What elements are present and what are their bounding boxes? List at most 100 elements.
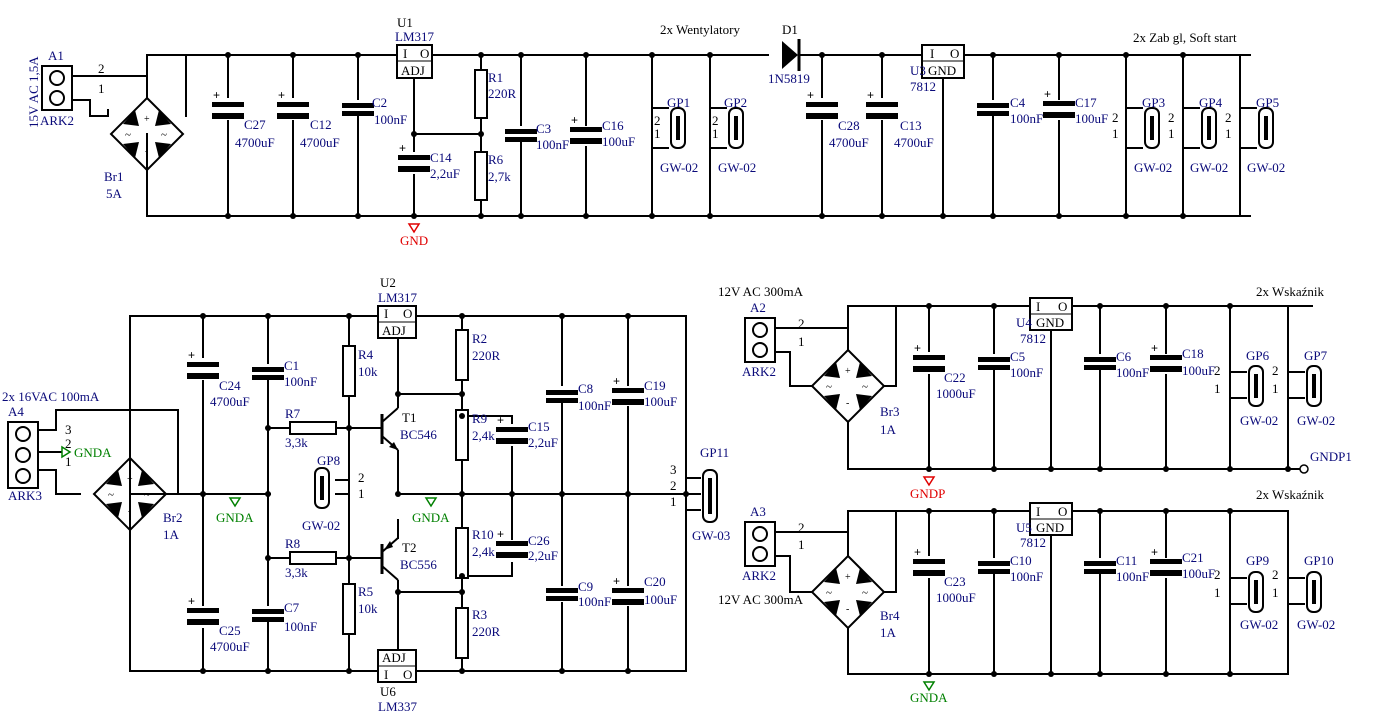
br4-value: 1A: [880, 625, 897, 640]
c21-ref: C21: [1182, 550, 1204, 565]
u1-pin-i: I: [403, 46, 407, 61]
c20-value: 100uF: [644, 592, 677, 607]
u6-value: LM337: [378, 699, 418, 714]
gp3-value: GW-02: [1134, 160, 1172, 175]
t2-value: BC556: [400, 557, 437, 572]
u5-value: 7812: [1020, 535, 1046, 550]
u3-pin-i: I: [930, 46, 934, 61]
block-indicator-supply-2: 12V AC 300mA 2x Wskaźnik A3 ARK2 2 1 Br4…: [718, 487, 1335, 705]
u5-ref: U5: [1016, 520, 1032, 535]
c8-value: 100nF: [578, 398, 611, 413]
c10-ref: C10: [1010, 553, 1032, 568]
d1-diode: [782, 41, 798, 69]
r3-resistor: [455, 607, 469, 659]
d1-value: 1N5819: [768, 71, 810, 86]
u5-pin-i: I: [1036, 504, 1040, 519]
c3-ref: C3: [536, 121, 551, 136]
junctions-block2: [200, 313, 689, 674]
c17-value: 100uF: [1075, 111, 1108, 126]
r4-ref: R4: [358, 347, 374, 362]
c4-value: 100nF: [1010, 111, 1043, 126]
gp2-pin-1: 1: [712, 126, 719, 141]
gp6-pin-2: 2: [1214, 363, 1221, 378]
t2-ref: T2: [402, 540, 416, 555]
gnd-symbol: [407, 223, 421, 234]
a2-pin-1: 1: [798, 334, 805, 349]
a1-ref: A1: [48, 48, 64, 63]
c18-ref: C18: [1182, 346, 1204, 361]
gp11-connector: [702, 469, 718, 523]
u3-pin-gnd: GND: [928, 63, 956, 78]
r1-value: 220R: [488, 86, 517, 101]
r8-resistor: [289, 551, 337, 565]
t2-transistor: [378, 520, 399, 592]
gp3-ref: GP3: [1142, 95, 1165, 110]
gp11-value: GW-03: [692, 528, 730, 543]
gp1-pin-1: 1: [654, 126, 661, 141]
junctions-block4: [926, 508, 1233, 677]
a1-value: ARK2: [40, 113, 74, 128]
c12-value: 4700uF: [300, 135, 340, 150]
gp1-value: GW-02: [660, 160, 698, 175]
gp8-value: GW-02: [302, 518, 340, 533]
gp10-pin-2: 2: [1272, 567, 1279, 582]
t1-ref: T1: [402, 410, 416, 425]
c16-ref: C16: [602, 118, 624, 133]
r8-value: 3,3k: [285, 565, 308, 580]
gp5-value: GW-02: [1247, 160, 1285, 175]
c14-ref: C14: [430, 150, 452, 165]
c2-ref: C2: [372, 95, 387, 110]
gnda-input-symbol: [61, 445, 72, 459]
b4-rating-label: 12V AC 300mA: [718, 592, 804, 607]
u1-pin-o: O: [420, 46, 429, 61]
c22-value: 1000uF: [936, 386, 976, 401]
gp9-connector: [1248, 571, 1264, 613]
fans-title: 2x Wentylatory: [660, 22, 740, 37]
c1-value: 100nF: [284, 374, 317, 389]
r5-value: 10k: [358, 601, 378, 616]
c11-ref: C11: [1116, 553, 1137, 568]
r1-resistor: [474, 69, 488, 119]
br3-bridge-rectifier: [811, 349, 885, 423]
gnda-mid-symbol: [228, 497, 242, 508]
r10-value: 2,4k: [472, 544, 495, 559]
block-main-supply: A1 ARK2 2 1 15V AC 1,5A Br1 5A C27 4700u…: [26, 15, 1285, 248]
gp8-pin-2: 2: [358, 470, 365, 485]
br1-value: 5A: [106, 186, 123, 201]
r9-ref: R9: [472, 411, 487, 426]
gp7-pin-1: 1: [1272, 381, 1279, 396]
a3-terminal-block: [744, 521, 776, 567]
r7-ref: R7: [285, 406, 301, 421]
u3-pin-o: O: [950, 46, 959, 61]
u6-pin-i: I: [384, 667, 388, 682]
gp5-connector: [1258, 107, 1274, 149]
c12-ref: C12: [310, 117, 332, 132]
gp8-ref: GP8: [317, 453, 340, 468]
gp2-connector: [728, 107, 744, 149]
r7-value: 3,3k: [285, 435, 308, 450]
gp9-ref: GP9: [1246, 553, 1269, 568]
br4-bridge-rectifier: [811, 555, 885, 629]
a3-pin-2: 2: [798, 520, 805, 535]
a1-pin-2: 2: [98, 61, 105, 76]
c5-value: 100nF: [1010, 365, 1043, 380]
c19-ref: C19: [644, 378, 666, 393]
gp4-value: GW-02: [1190, 160, 1228, 175]
r7-resistor: [289, 421, 337, 435]
a4-terminal-block: [7, 421, 39, 489]
c1-ref: C1: [284, 358, 299, 373]
a1-rating-label: 15V AC 1,5A: [26, 56, 41, 128]
gndp-label: GNDP: [910, 486, 945, 501]
br2-ref: Br2: [163, 510, 183, 525]
a3-ref: A3: [750, 504, 766, 519]
gnda-b4-label: GNDA: [910, 690, 948, 705]
gp6-value: GW-02: [1240, 413, 1278, 428]
c15-value: 2,2uF: [528, 435, 558, 450]
r9-resistor: [455, 409, 469, 461]
u2-value: LM317: [378, 290, 418, 305]
gp5-pin-2: 2: [1225, 110, 1232, 125]
u2-pin-adj: ADJ: [382, 323, 406, 338]
r4-resistor: [342, 345, 356, 397]
r9-value: 2,4k: [472, 428, 495, 443]
